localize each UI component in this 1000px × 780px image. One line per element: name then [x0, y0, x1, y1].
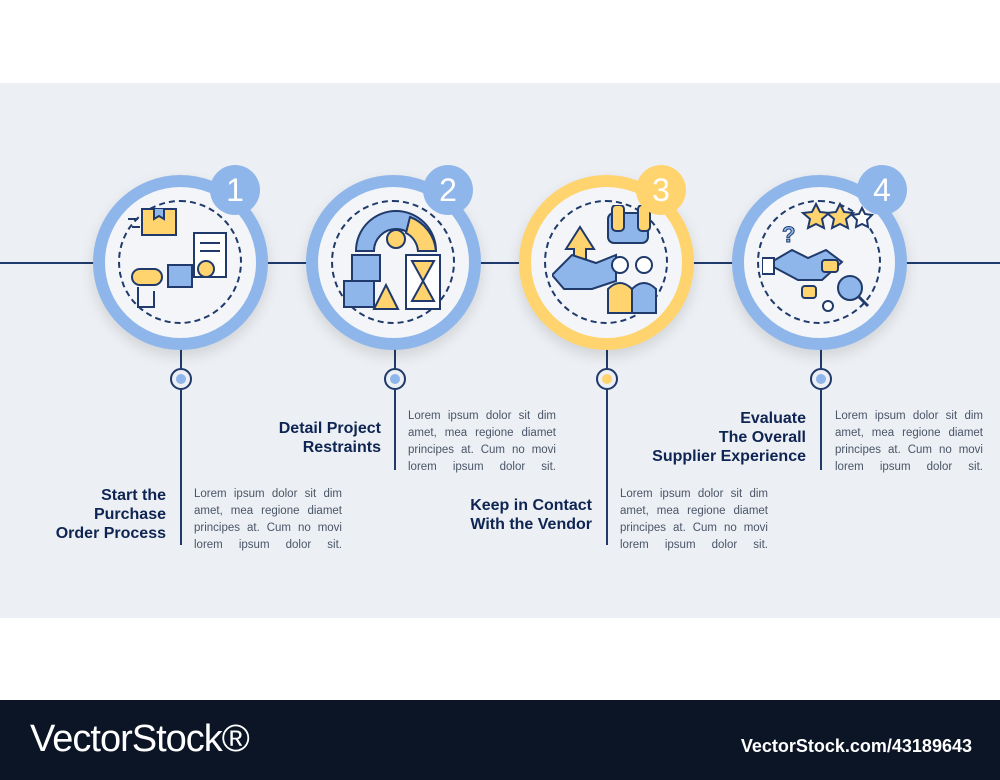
infographic-panel: [0, 83, 1000, 618]
step-3-timeline-dot: [596, 368, 618, 390]
vendor-contact-icon: [552, 205, 657, 314]
footer-bar: VectorStock® VectorStock.com/43189643: [0, 700, 1000, 780]
step-3-description: Lorem ipsum dolor sit dim amet, mea regi…: [620, 488, 768, 551]
step-2-inner-ring: [331, 200, 455, 324]
timeline-horizontal-line: [0, 262, 1000, 264]
connector-line-2: [394, 345, 396, 470]
project-restraints-icon: [343, 210, 441, 310]
step-4-description: Lorem ipsum dolor sit dim amet, mea regi…: [835, 410, 983, 473]
step-4-timeline-dot: [810, 368, 832, 390]
step-4-title: Evaluate The Overall Supplier Experience: [652, 410, 806, 465]
step-1-timeline-dot: [170, 368, 192, 390]
step-1-title: Start the Purchase Order Process: [55, 487, 166, 542]
bottom-margin: [0, 618, 1000, 700]
svg-text:?: ?: [782, 222, 795, 247]
step-1-number-badge: 1: [210, 165, 260, 215]
vectorstock-logo: VectorStock®: [30, 718, 250, 760]
top-margin: [0, 0, 1000, 83]
step-2-timeline-dot: [384, 368, 406, 390]
connector-line-4: [820, 345, 822, 470]
step-2-description: Lorem ipsum dolor sit dim amet, mea regi…: [408, 410, 556, 473]
step-4-inner-ring: [757, 200, 881, 324]
connector-line-3: [606, 345, 608, 545]
step-3-inner-ring: [544, 200, 668, 324]
image-id-text: VectorStock.com/43189643: [740, 736, 972, 756]
step-2-number-badge: 2: [423, 165, 473, 215]
step-1-description: Lorem ipsum dolor sit dim amet, mea regi…: [194, 488, 342, 551]
purchase-order-icon: [128, 208, 227, 308]
connector-line-1: [180, 345, 182, 545]
supplier-evaluation-icon: ?: [762, 202, 875, 312]
step-3-title: Keep in Contact With the Vendor: [470, 497, 592, 533]
step-3-number-badge: 3: [636, 165, 686, 215]
step-1-inner-ring: [118, 200, 242, 324]
step-2-title: Detail Project Restraints: [278, 420, 381, 456]
step-4-number-badge: 4: [857, 165, 907, 215]
